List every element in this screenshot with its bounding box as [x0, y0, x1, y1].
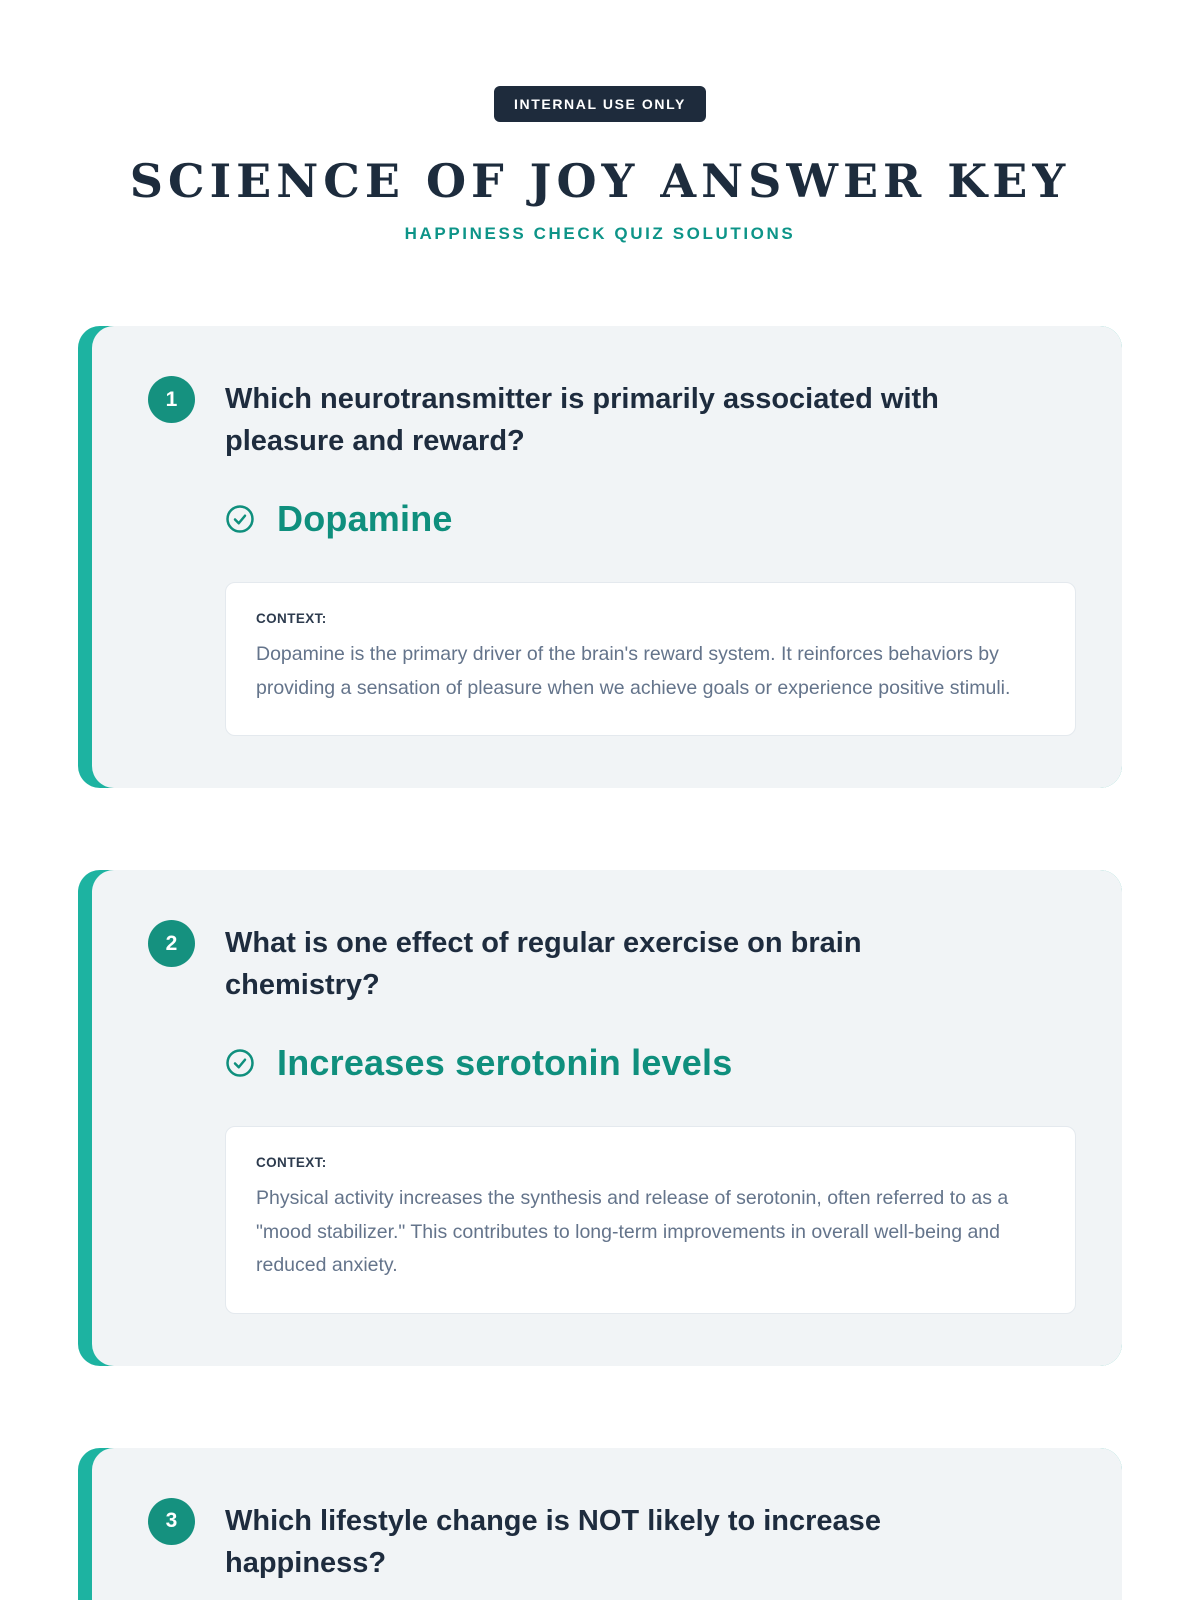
check-circle-icon [226, 505, 254, 533]
page-subtitle: HAPPINESS CHECK QUIZ SOLUTIONS [404, 224, 796, 243]
answer-text: Increases serotonin levels [277, 1042, 733, 1084]
page-header: INTERNAL USE ONLY SCIENCE OF JOY ANSWER … [0, 0, 1200, 244]
context-box: CONTEXT: Physical activity increases the… [225, 1126, 1076, 1314]
question-number-badge: 3 [148, 1497, 195, 1545]
question-number-badge: 1 [148, 376, 195, 423]
answer-row: Dopamine [225, 498, 1076, 540]
question-card-list: 1 Which neurotransmitter is primarily as… [78, 326, 1122, 1600]
context-label: CONTEXT: [256, 611, 327, 627]
question-text: Which neurotransmitter is primarily asso… [225, 383, 939, 458]
question-number-badge: 2 [148, 920, 195, 968]
page-title: SCIENCE OF JOY ANSWER KEY [129, 154, 1071, 208]
question-card: 1 Which neurotransmitter is primarily as… [78, 326, 1122, 789]
check-circle-icon [226, 1049, 254, 1077]
context-text: Dopamine is the primary driver of the br… [256, 643, 1011, 699]
context-box: CONTEXT: Dopamine is the primary driver … [225, 582, 1076, 737]
context-text: Physical activity increases the synthesi… [256, 1187, 1009, 1277]
context-label: CONTEXT: [256, 1155, 327, 1171]
question-card: 2 What is one effect of regular exercise… [78, 870, 1122, 1366]
question-text: Which lifestyle change is NOT likely to … [225, 1504, 881, 1579]
answer-row: Increases serotonin levels [225, 1042, 1076, 1084]
question-card: 3 Which lifestyle change is NOT likely t… [78, 1447, 1122, 1600]
answer-text: Dopamine [277, 498, 453, 540]
question-text: What is one effect of regular exercise o… [225, 927, 862, 1002]
internal-use-badge: INTERNAL USE ONLY [494, 86, 706, 122]
